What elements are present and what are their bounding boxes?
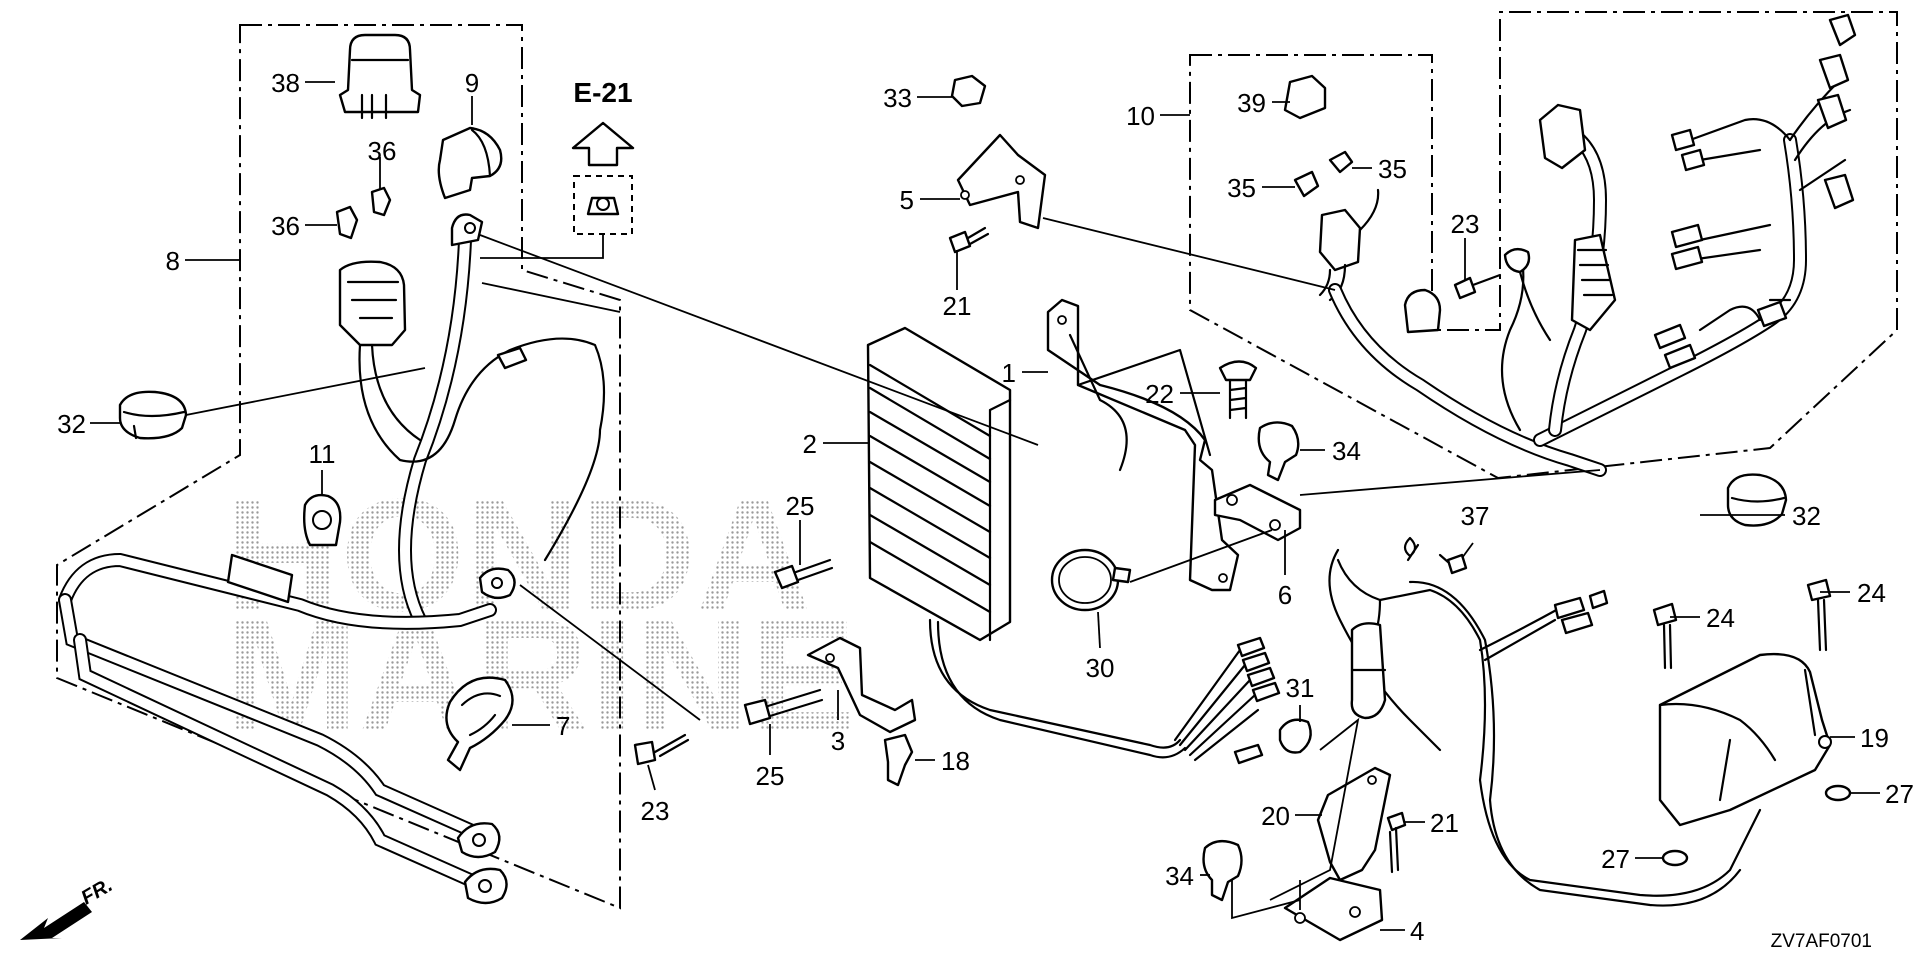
bolt-23-right — [1453, 276, 1477, 300]
bolt-21-bottom — [1386, 811, 1407, 832]
callout-1: 1 — [1002, 358, 1016, 388]
bolt-23-left — [633, 740, 657, 766]
front-direction-indicator: FR. — [20, 874, 116, 940]
callout-5: 5 — [900, 185, 914, 215]
callout-24-mid: 24 — [1706, 603, 1735, 633]
bolt-24-top — [1806, 578, 1832, 602]
callout-22: 22 — [1145, 379, 1174, 409]
bolt-37 — [1446, 553, 1468, 575]
harness-connector — [1318, 208, 1362, 272]
control-box-19 — [1658, 652, 1832, 827]
callout-7: 7 — [556, 711, 570, 741]
front-arrow-icon — [20, 902, 92, 940]
callout-21-bottom: 21 — [1430, 808, 1459, 838]
bracket-3 — [806, 636, 917, 734]
callout-36-a: 36 — [368, 136, 397, 166]
terminal-boot — [437, 126, 503, 200]
clip-31 — [1278, 718, 1312, 754]
grommet-right — [1726, 473, 1788, 527]
e21-reference: E-21 — [571, 77, 635, 235]
wire-end-sleeve — [496, 346, 528, 370]
bolt-25-bottom — [743, 698, 772, 726]
bolt-25-top — [773, 564, 800, 590]
fuse-35-b — [1293, 170, 1320, 198]
clamp-34-bottom — [1202, 840, 1243, 902]
callout-37: 37 — [1461, 501, 1490, 531]
relay-cover — [338, 33, 422, 114]
callout-9: 9 — [465, 68, 479, 98]
callout-2: 2 — [803, 429, 817, 459]
control-box-area — [1328, 548, 1852, 907]
relay-connector — [338, 260, 407, 347]
callout-30: 30 — [1086, 653, 1115, 683]
callout-27-left: 27 — [1601, 844, 1630, 874]
harness-switch — [1403, 288, 1442, 334]
e21-label: E-21 — [573, 77, 632, 108]
callout-20: 20 — [1261, 801, 1290, 831]
callout-21-top: 21 — [943, 291, 972, 321]
washer-27-right — [1824, 784, 1852, 802]
connector-18 — [883, 733, 914, 787]
callout-8: 8 — [166, 246, 180, 276]
fuse-35-a — [1328, 150, 1354, 174]
rectifier-regulator — [866, 326, 1012, 642]
callout-24-right: 24 — [1857, 578, 1886, 608]
bolt-21-top — [948, 230, 972, 254]
callout-38: 38 — [271, 68, 300, 98]
callout-19: 19 — [1860, 723, 1889, 753]
bracket-5 — [956, 133, 1047, 230]
clamp-34-top — [1257, 421, 1300, 482]
regulator-area — [743, 74, 1468, 942]
outline-group-8 — [56, 24, 621, 910]
callout-27-right: 27 — [1885, 779, 1914, 809]
callout-34-bottom: 34 — [1165, 861, 1194, 891]
fuse-a — [370, 186, 392, 217]
callout-34-top: 34 — [1332, 436, 1361, 466]
callout-25-top: 25 — [786, 491, 815, 521]
callout-3: 3 — [831, 726, 845, 756]
hose-band-30 — [1050, 548, 1120, 612]
mounting-bracket-1 — [1046, 298, 1240, 592]
washer-27-left — [1661, 849, 1689, 867]
callout-33: 33 — [883, 83, 912, 113]
up-arrow-icon — [571, 121, 635, 167]
callout-6: 6 — [1278, 580, 1292, 610]
callout-4: 4 — [1410, 916, 1424, 946]
leader-lines — [90, 81, 1880, 931]
callout-11: 11 — [309, 439, 336, 469]
callout-numbers: 38 9 36 36 8 32 11 7 23 33 5 21 10 39 35… — [57, 68, 1914, 946]
callout-10: 10 — [1126, 101, 1155, 131]
cable-sleeve — [226, 553, 294, 604]
callout-23-right: 23 — [1451, 209, 1480, 239]
outline-group-10 — [1189, 11, 1898, 480]
main-harness-group — [1283, 13, 1857, 527]
battery-cable-group — [58, 33, 690, 905]
bolt-24-mid — [1652, 602, 1678, 627]
band-clamp-7 — [445, 676, 514, 772]
group-outlines — [56, 11, 1898, 910]
wire-clip-33 — [950, 74, 987, 108]
callout-18: 18 — [941, 746, 970, 776]
callout-32-right: 32 — [1792, 501, 1821, 531]
callout-32-left: 32 — [57, 409, 86, 439]
connector-cap-39 — [1283, 74, 1327, 120]
callout-31: 31 — [1286, 673, 1315, 703]
plate-4 — [1283, 876, 1384, 942]
fuse-b — [335, 205, 359, 240]
bolt-22 — [1218, 360, 1258, 382]
callout-39: 39 — [1237, 88, 1266, 118]
callout-35-b: 35 — [1227, 173, 1256, 203]
ring-terminal-right — [1503, 247, 1531, 274]
plate-6 — [1213, 483, 1302, 542]
callout-25-bottom: 25 — [756, 761, 785, 791]
callout-36-b: 36 — [271, 211, 300, 241]
callout-23-left: 23 — [641, 796, 670, 826]
diagram-code: ZV7AF0701 — [1771, 931, 1872, 952]
bracket-20 — [1316, 766, 1392, 882]
callout-35-a: 35 — [1378, 154, 1407, 184]
